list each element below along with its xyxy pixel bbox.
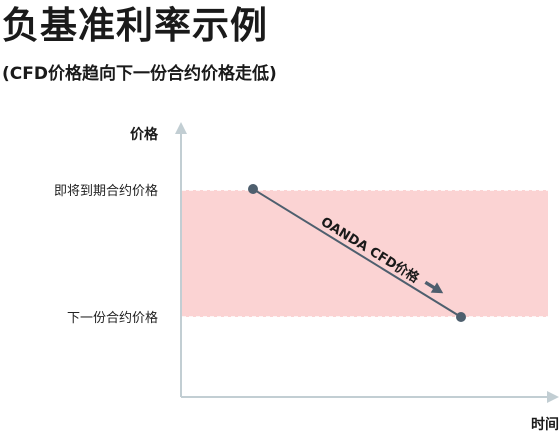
y-axis-title: 价格 bbox=[130, 126, 159, 143]
page-title: 负基准利率示例 bbox=[2, 4, 268, 47]
x-axis-arrow-icon bbox=[547, 391, 559, 403]
y-axis-arrow-icon bbox=[175, 122, 187, 134]
expiring-contract-price-label: 即将到期合约价格 bbox=[54, 183, 158, 199]
start-point bbox=[248, 184, 258, 194]
end-point bbox=[456, 312, 466, 322]
cfd-price-line bbox=[252, 188, 462, 318]
x-axis-title: 时间 bbox=[531, 416, 559, 433]
price-gap-band bbox=[182, 190, 548, 317]
page-subtitle: (CFD价格趋向下一份合约价格走低) bbox=[2, 64, 277, 84]
next-contract-price-label: 下一份合约价格 bbox=[67, 310, 158, 326]
downward-direction-arrow-icon bbox=[424, 280, 444, 294]
